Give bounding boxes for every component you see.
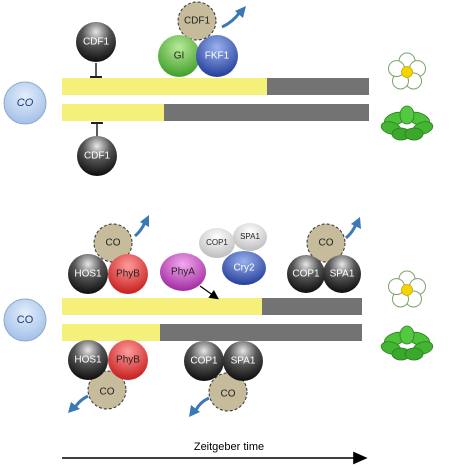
degradation-arrow-icon [134, 221, 147, 238]
axis-label: Zeitgeber time [194, 441, 264, 453]
day-bar-top [62, 78, 267, 95]
degradation-arrowhead [189, 405, 200, 417]
co-protein-top-right [306, 223, 346, 263]
cry2-circle [222, 251, 266, 285]
co-protein-top-left [93, 223, 133, 263]
degradation-arrow-icon [345, 223, 358, 240]
cop1-small-label: COP1 [206, 238, 228, 247]
phyb-bottom-label: PhyB [116, 355, 140, 366]
cdf1-top-label: CDF1 [83, 37, 110, 48]
co-gene-label-b: CO [17, 314, 34, 326]
cdf1-degraded-label: CDF1 [184, 16, 211, 27]
co-protein-bottom-mid-label: CO [221, 389, 236, 400]
gi-label: GI [174, 51, 185, 62]
phya-circle [160, 253, 206, 291]
degradation-arrow-icon [221, 11, 242, 29]
degradation-arrowhead [235, 6, 246, 18]
hos1-top-label: HOS1 [74, 269, 102, 280]
panel-b: CO CO HOS1 PhyB PhyA COP1 SPA1 Cry2 CO C… [3, 215, 434, 417]
day-bar-bottom-b [62, 324, 160, 341]
night-bar-bottom [164, 104, 369, 121]
cop1-bottom-label: COP1 [190, 356, 218, 367]
spa1-top-label: SPA1 [330, 269, 355, 280]
cdf1-bottom-label: CDF1 [84, 151, 111, 162]
gi-circle [158, 35, 200, 77]
spa1-small-circle [233, 223, 267, 251]
phya-arrow [199, 285, 219, 300]
hos1-bottom-label: HOS1 [74, 355, 102, 366]
flower-icon [388, 270, 426, 308]
cop1-bottom-circle [184, 341, 224, 381]
phyb-top-circle [108, 254, 148, 294]
degradation-arrowhead [68, 402, 80, 413]
co-protein-top-left-label: CO [106, 238, 121, 249]
co-protein-bottom-left-label: CO [100, 387, 115, 398]
hos1-top-circle [68, 254, 108, 294]
degradation-arrow-icon [74, 394, 89, 407]
fkf1-label: FKF1 [205, 51, 230, 62]
leaf-rosette-icon [380, 105, 434, 141]
panel-a: CO CDF1 CDF1 CDF1 GI FKF1 [3, 1, 434, 176]
phyb-top-label: PhyB [116, 269, 140, 280]
spa1-bottom-circle [223, 341, 263, 381]
fkf1-circle [196, 35, 238, 77]
spa1-top-circle [323, 255, 361, 293]
cdf1-degraded-circle [177, 1, 217, 41]
degradation-arrowhead [351, 217, 361, 229]
night-bar-bottom-b [160, 324, 362, 341]
phya-label: PhyA [171, 267, 195, 278]
cdf1-top-circle [76, 22, 116, 62]
spa1-bottom-label: SPA1 [231, 356, 256, 367]
co-gene-circle-b [3, 298, 47, 342]
cop1-top-circle [287, 255, 325, 293]
hos1-bottom-circle [68, 340, 108, 380]
co-protein-top-right-label: CO [319, 238, 334, 249]
leaf-rosette-icon [380, 325, 434, 361]
night-bar-top-b [262, 298, 362, 315]
co-protein-bottom-left [87, 370, 127, 410]
co-protein-bottom-mid [208, 372, 248, 412]
co-gene-label: CO [17, 97, 34, 109]
degradation-arrow-icon [194, 396, 210, 411]
cry2-label: Cry2 [233, 263, 255, 274]
cop1-small-circle [199, 228, 235, 258]
degradation-arrowhead [140, 215, 149, 227]
day-bar-top-b [62, 298, 262, 315]
night-bar-top [267, 78, 369, 95]
spa1-small-label: SPA1 [240, 232, 260, 241]
cdf1-bottom-circle [77, 136, 117, 176]
phyb-bottom-circle [108, 340, 148, 380]
co-gene-circle [3, 81, 47, 125]
flower-icon [388, 52, 426, 90]
cop1-top-label: COP1 [292, 269, 320, 280]
day-bar-bottom [62, 104, 164, 121]
